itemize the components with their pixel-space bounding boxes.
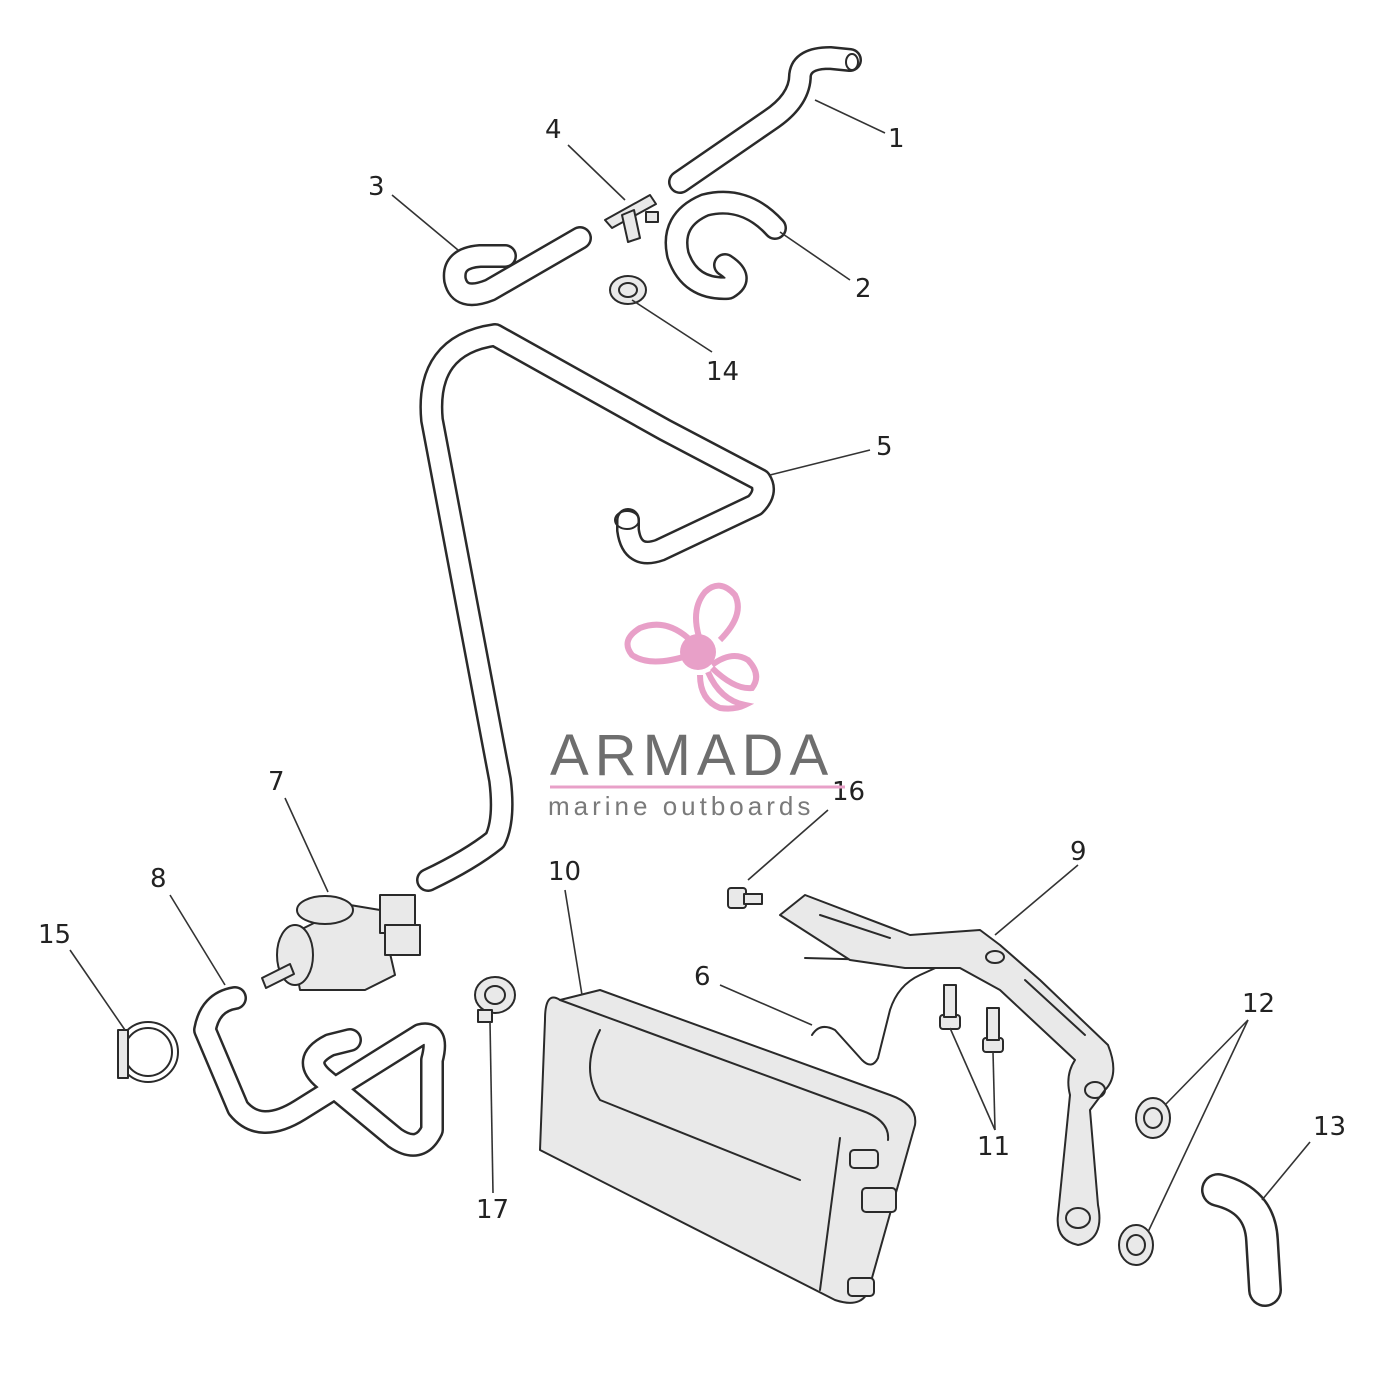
- callout-6: 6: [694, 962, 711, 992]
- callout-labels: 1 2 3 4 5 6 7 8 9 10 11 12 13 14 15 16 1…: [38, 115, 1346, 1225]
- callout-12: 12: [1242, 989, 1275, 1019]
- part-13-hose: [1201, 1173, 1282, 1307]
- callout-9: 9: [1070, 837, 1087, 867]
- part-11-screws: [939, 984, 1004, 1053]
- callout-8: 8: [150, 864, 167, 894]
- callout-15: 15: [38, 920, 71, 950]
- callout-11: 11: [977, 1132, 1010, 1162]
- part-12-grommets: [1118, 1097, 1171, 1266]
- part-8-hose: [193, 986, 447, 1157]
- leader-lines: [69, 99, 1311, 1233]
- callout-2: 2: [855, 274, 872, 304]
- propeller-logo-icon: [624, 582, 760, 712]
- part-14-clamp: [609, 275, 647, 305]
- callout-13: 13: [1313, 1112, 1346, 1142]
- part-15-clamp: [117, 1021, 179, 1083]
- callout-14: 14: [706, 357, 739, 387]
- callout-10: 10: [548, 857, 581, 887]
- callout-4: 4: [545, 115, 562, 145]
- part-1-hose: [668, 46, 862, 194]
- part-3-hose: [442, 226, 592, 307]
- brand-tagline: marine outboards: [548, 791, 814, 821]
- callout-5: 5: [876, 432, 893, 462]
- callout-1: 1: [888, 124, 905, 154]
- part-5-hose: [416, 323, 775, 892]
- part-4-t-joint: [604, 194, 659, 243]
- part-9-bracket: [779, 894, 1115, 1246]
- part-16-bolt: [727, 887, 763, 909]
- callout-3: 3: [368, 172, 385, 202]
- callout-16: 16: [832, 777, 865, 807]
- part-7-valve: [261, 894, 421, 991]
- callout-7: 7: [268, 767, 285, 797]
- part-6-wire: [804, 957, 943, 1066]
- part-17-clamp: [474, 976, 516, 1023]
- part-10-canister: [539, 989, 917, 1304]
- armada-watermark: ARMADA marine outboards: [548, 582, 845, 821]
- brand-name: ARMADA: [550, 723, 834, 788]
- part-2-hose: [664, 190, 787, 301]
- callout-17: 17: [476, 1195, 509, 1225]
